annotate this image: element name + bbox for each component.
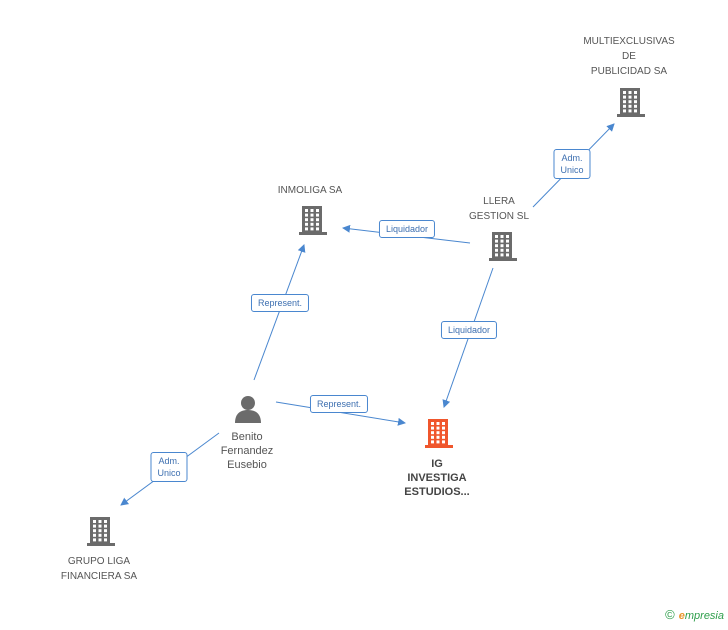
person-icon-benito[interactable] xyxy=(232,393,264,430)
node-label-multi[interactable]: MULTIEXCLUSIVAS DE PUBLICIDAD SA xyxy=(583,36,675,77)
copyright-icon: © xyxy=(665,607,675,622)
building-icon-grupo[interactable] xyxy=(85,515,117,552)
node-label-ig[interactable]: IG INVESTIGA ESTUDIOS... xyxy=(404,458,470,498)
brand-name: mpresia xyxy=(684,610,724,622)
node-label-inmoliga[interactable]: INMOLIGA SA xyxy=(277,185,343,196)
building-icon-multi[interactable] xyxy=(615,86,647,123)
node-label-grupo[interactable]: GRUPO LIGA FINANCIERA SA xyxy=(60,556,138,582)
building-icon-llera[interactable] xyxy=(487,230,519,267)
footer-brand: ©empresia xyxy=(665,607,724,622)
edge-label-llera-ig: Liquidador xyxy=(440,321,498,339)
node-label-llera[interactable]: LLERA GESTION SL xyxy=(468,196,530,222)
edge-label-benito-grupo: Adm. Unico xyxy=(150,452,188,482)
edge-benito-inmoliga xyxy=(253,244,306,381)
node-label-benito[interactable]: Benito Fernandez Eusebio xyxy=(220,431,274,471)
edge-label-llera-multi: Adm. Unico xyxy=(553,149,591,179)
edge-label-llera-inmoliga: Liquidador xyxy=(378,220,436,238)
brand-e: e xyxy=(678,610,685,622)
building-icon-ig[interactable] xyxy=(423,417,455,454)
edge-label-benito-inmoliga: Represent. xyxy=(250,294,310,312)
building-icon-inmoliga[interactable] xyxy=(297,204,329,241)
edge-label-benito-ig: Represent. xyxy=(309,395,369,413)
